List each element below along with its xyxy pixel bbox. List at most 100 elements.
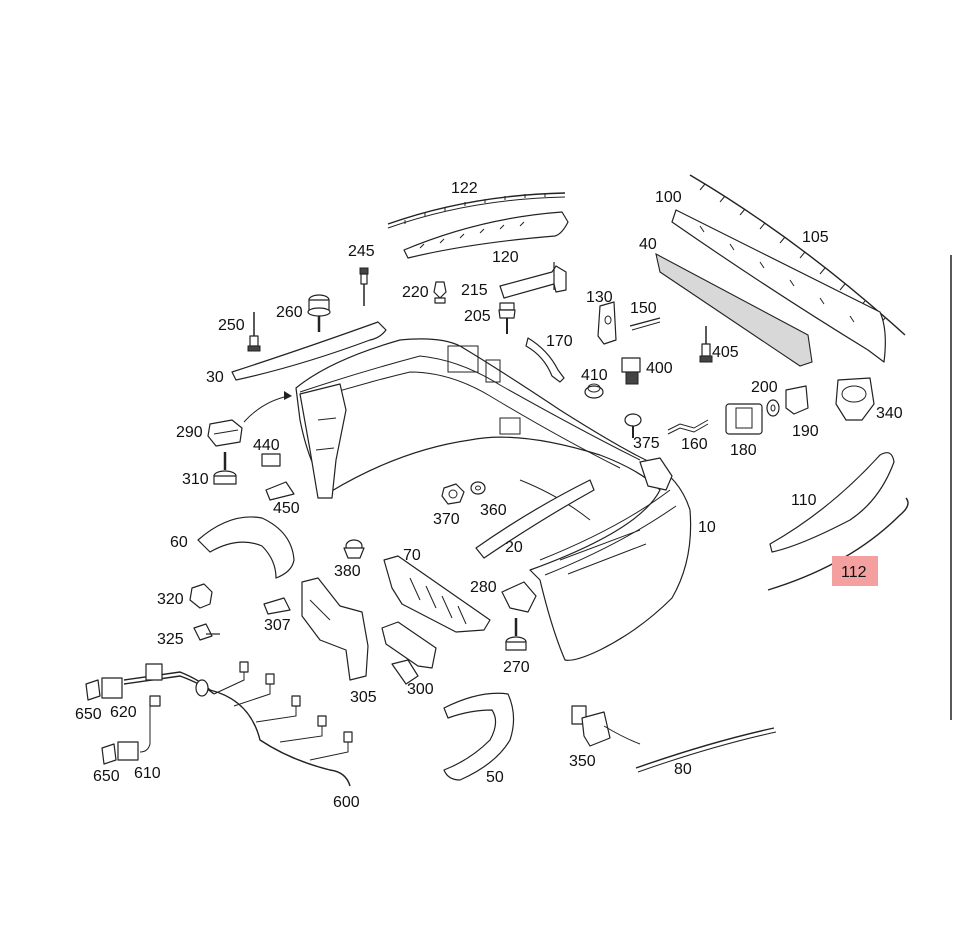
part-310-shape[interactable]	[213, 452, 237, 485]
label-370[interactable]: 370	[433, 511, 460, 528]
label-60[interactable]: 60	[170, 534, 188, 551]
part-340-shape[interactable]	[835, 377, 875, 421]
part-600-harness-shape[interactable]	[123, 661, 353, 787]
part-370-shape[interactable]	[441, 483, 465, 505]
label-375[interactable]: 375	[633, 435, 660, 452]
part-300-shape[interactable]	[381, 621, 437, 685]
label-340[interactable]: 340	[876, 405, 903, 422]
label-190[interactable]: 190	[792, 423, 819, 440]
label-200[interactable]: 200	[751, 379, 778, 396]
label-180[interactable]: 180	[730, 442, 757, 459]
label-270[interactable]: 270	[503, 659, 530, 676]
part-270-shape[interactable]	[505, 618, 527, 651]
label-80[interactable]: 80	[674, 761, 692, 778]
part-280-shape[interactable]	[501, 581, 537, 613]
part-400-shape[interactable]	[621, 357, 641, 385]
label-20[interactable]: 20	[505, 539, 523, 556]
part-290-shape[interactable]	[207, 419, 243, 447]
label-215[interactable]: 215	[461, 282, 488, 299]
part-305-shape[interactable]	[301, 577, 369, 681]
label-325[interactable]: 325	[157, 631, 184, 648]
label-410[interactable]: 410	[581, 367, 608, 384]
part-40-shape[interactable]	[655, 252, 813, 367]
label-120[interactable]: 120	[492, 249, 519, 266]
label-50[interactable]: 50	[486, 769, 504, 786]
label-320[interactable]: 320	[157, 591, 184, 608]
part-bracket-inner-shape[interactable]	[299, 383, 347, 499]
label-350[interactable]: 350	[569, 753, 596, 770]
label-130[interactable]: 130	[586, 289, 613, 306]
part-120-shape[interactable]	[403, 211, 569, 259]
part-60-shape[interactable]	[197, 516, 295, 579]
part-205-shape[interactable]	[498, 302, 516, 334]
part-405-shape[interactable]	[699, 326, 713, 363]
label-620[interactable]: 620	[110, 704, 137, 721]
label-30[interactable]: 30	[206, 369, 224, 386]
part-80-shape[interactable]	[635, 727, 777, 773]
part-650a-shape[interactable]	[85, 679, 101, 701]
part-220-shape[interactable]	[433, 281, 447, 304]
part-160-shape[interactable]	[667, 419, 709, 435]
part-215-shape[interactable]	[499, 262, 567, 299]
label-110[interactable]: 110	[791, 492, 817, 509]
label-650b[interactable]: 650	[93, 768, 120, 785]
part-375-shape[interactable]	[624, 413, 642, 438]
label-10[interactable]: 10	[698, 519, 716, 536]
label-205[interactable]: 205	[464, 308, 491, 325]
label-105[interactable]: 105	[802, 229, 829, 246]
label-360[interactable]: 360	[480, 502, 507, 519]
label-380[interactable]: 380	[334, 563, 361, 580]
part-150-shape[interactable]	[629, 317, 661, 331]
label-160[interactable]: 160	[681, 436, 708, 453]
label-260[interactable]: 260	[276, 304, 303, 321]
part-70-shape[interactable]	[383, 555, 491, 633]
part-100-shape[interactable]	[671, 209, 886, 363]
part-112-shape[interactable]	[767, 497, 909, 591]
part-450-shape[interactable]	[265, 481, 295, 501]
label-245[interactable]: 245	[348, 243, 375, 260]
label-600[interactable]: 600	[333, 794, 360, 811]
label-122[interactable]: 122	[451, 180, 478, 197]
part-30-shape[interactable]	[231, 321, 387, 381]
highlight-112[interactable]	[832, 556, 878, 586]
part-200-shape[interactable]	[766, 399, 780, 417]
part-50-shape[interactable]	[443, 692, 515, 781]
part-360-shape[interactable]	[470, 481, 486, 495]
part-380-shape[interactable]	[343, 539, 365, 559]
label-440[interactable]: 440	[253, 437, 280, 454]
part-170-shape[interactable]	[525, 337, 565, 383]
label-100[interactable]: 100	[655, 189, 682, 206]
label-290[interactable]: 290	[176, 424, 203, 441]
label-150[interactable]: 150	[630, 300, 657, 317]
label-280[interactable]: 280	[470, 579, 497, 596]
label-112[interactable]: 112	[841, 564, 867, 581]
label-650a[interactable]: 650	[75, 706, 102, 723]
part-180-shape[interactable]	[725, 403, 763, 435]
part-122-shape[interactable]	[387, 192, 566, 229]
part-260-shape[interactable]	[307, 294, 331, 332]
part-320-shape[interactable]	[189, 583, 213, 609]
part-650b-shape[interactable]	[101, 743, 117, 765]
label-450[interactable]: 450	[273, 500, 300, 517]
label-305[interactable]: 305	[350, 689, 377, 706]
part-110-shape[interactable]	[769, 452, 895, 553]
part-610-shape[interactable]	[117, 741, 139, 761]
part-245-shape[interactable]	[359, 267, 369, 306]
label-405[interactable]: 405	[712, 344, 739, 361]
label-307[interactable]: 307	[264, 617, 291, 634]
part-325-shape[interactable]	[193, 623, 220, 641]
part-410-shape[interactable]	[584, 383, 604, 399]
label-220[interactable]: 220	[402, 284, 429, 301]
part-10-bumper-shape[interactable]	[295, 338, 692, 661]
label-610[interactable]: 610	[134, 765, 161, 782]
label-300[interactable]: 300	[407, 681, 434, 698]
part-250-shape[interactable]	[247, 312, 261, 352]
label-70[interactable]: 70	[403, 547, 421, 564]
part-440-shape[interactable]	[261, 453, 281, 467]
label-170[interactable]: 170	[546, 333, 573, 350]
part-307-shape[interactable]	[263, 597, 291, 615]
label-40[interactable]: 40	[639, 236, 657, 253]
part-620-shape[interactable]	[101, 677, 123, 699]
part-350-shape[interactable]	[571, 705, 641, 747]
label-310[interactable]: 310	[182, 471, 209, 488]
